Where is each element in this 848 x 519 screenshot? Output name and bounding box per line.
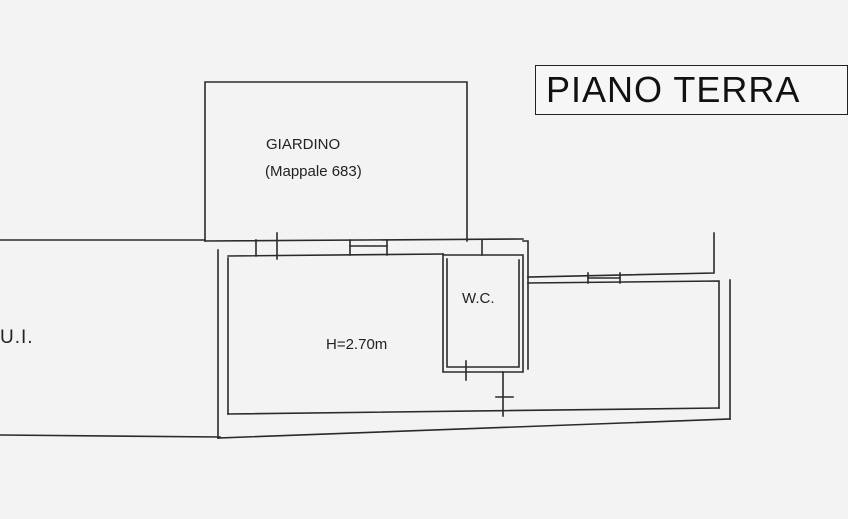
wc-outer-wall [522,240,529,370]
window-sill [349,245,621,279]
garden-outline [204,81,468,242]
room-height-label: H=2.70m [326,336,388,353]
neighbor-unit-label: U.I. [0,327,34,348]
south-wall-outer [217,418,731,439]
plan-title: PIANO TERRA [535,65,848,115]
garden-label: GIARDINO [266,136,341,153]
neighbor-boundary [0,239,221,438]
north-wall [204,238,524,257]
opening-ticks [255,232,621,417]
east-wing [527,232,731,420]
wc-inner [446,258,520,368]
garden-parcel-label: (Mappale 683) [265,163,362,180]
wc-label: W.C. [462,290,495,307]
south-wall-inner [227,407,720,415]
wc-outline [442,253,524,373]
